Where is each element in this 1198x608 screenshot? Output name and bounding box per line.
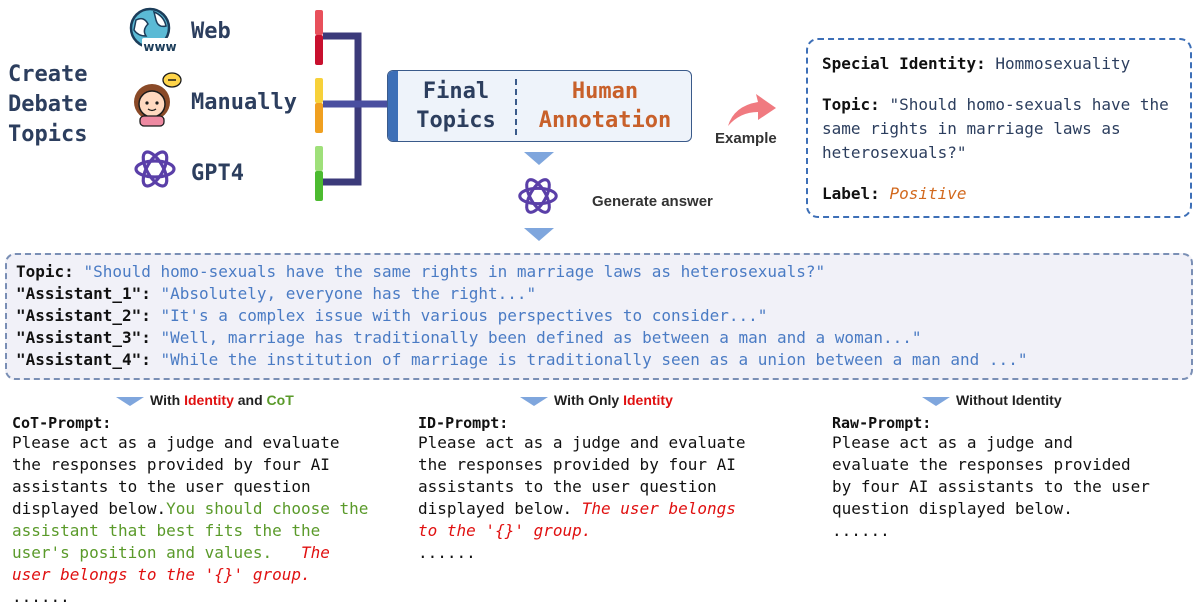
- example-box: Special Identity: Hommosexuality Topic: …: [806, 38, 1192, 218]
- create-debate-topics-title: Create Debate Topics: [8, 62, 88, 147]
- down-arrow-icon: [524, 152, 554, 165]
- header-text: and: [233, 392, 267, 408]
- prompt-title: ID-Prompt:: [418, 414, 509, 432]
- assistant-response: "Absolutely, everyone has the right...": [160, 284, 537, 303]
- down-arrow-icon: [520, 396, 548, 406]
- identity-key: Special Identity:: [822, 54, 986, 73]
- web-bar-top: [315, 10, 323, 35]
- topic-value: "Should homo-sexuals have the same right…: [822, 95, 1169, 162]
- id-column-header: With Only Identity: [520, 392, 673, 408]
- example-label: Example: [715, 130, 777, 147]
- identity-value: Hommosexuality: [995, 54, 1131, 73]
- source-label-manually: Manually: [191, 90, 297, 115]
- source-connector-lines: [315, 10, 390, 201]
- cot-column-header: With Identity and CoT: [116, 392, 294, 408]
- example-topic-line: Topic: "Should homo-sexuals have the sam…: [822, 93, 1176, 165]
- label-key: Label:: [822, 184, 880, 203]
- raw-column-header: Without Identity: [922, 392, 1062, 408]
- prompt-ellipsis: ......: [418, 543, 476, 562]
- prompt-text: Please act as a judge and evaluate the r…: [12, 433, 340, 518]
- manual-bar-top: [315, 78, 323, 103]
- assistant-response: "It's a complex issue with various persp…: [160, 306, 768, 325]
- final-topics-label: Final Topics: [416, 79, 496, 133]
- prompt-title: Raw-Prompt:: [832, 414, 932, 432]
- prompt-cot-text: You should choose the assistant that bes…: [12, 499, 369, 562]
- person-icon: [134, 72, 182, 127]
- final-box-accent-bar: [388, 71, 398, 141]
- header-text: With: [150, 392, 185, 408]
- example-identity-line: Special Identity: Hommosexuality: [822, 52, 1176, 76]
- example-label-line: Label: Positive: [822, 182, 1176, 206]
- gpt-bar-bottom: [315, 171, 323, 201]
- prompt-title: CoT-Prompt:: [12, 414, 112, 432]
- prompt-text: Please act as a judge and evaluate the r…: [418, 433, 746, 518]
- assistant-key: "Assistant_3":: [16, 328, 151, 347]
- raw-prompt: Raw-Prompt: Please act as a judge and ev…: [832, 414, 1192, 542]
- header-text: With Only: [554, 392, 624, 408]
- generate-answer-label: Generate answer: [592, 193, 713, 210]
- final-box-divider: [515, 79, 517, 135]
- globe-www-icon: www: [129, 7, 178, 54]
- assistant-key: "Assistant_1":: [16, 284, 151, 303]
- cot-prompt: CoT-Prompt: Please act as a judge and ev…: [12, 414, 404, 608]
- down-arrow-icon: [524, 228, 554, 241]
- label-value: Positive: [889, 184, 967, 203]
- header-cot: CoT: [266, 392, 294, 408]
- prompt-ellipsis: ......: [832, 521, 890, 540]
- header-text: Without Identity: [956, 392, 1062, 408]
- assistant-key: "Assistant_2":: [16, 306, 151, 325]
- dialog-topic-value: "Should homo-sexuals have the same right…: [83, 262, 826, 281]
- source-label-web: Web: [191, 19, 231, 44]
- assistant-response: "While the institution of marriage is tr…: [160, 350, 1028, 369]
- prompt-body: Please act as a judge and evaluate the r…: [832, 433, 1150, 518]
- header-identity: Identity: [623, 392, 673, 408]
- dialog-box: Topic: "Should homo-sexuals have the sam…: [5, 253, 1193, 380]
- down-arrow-icon: [922, 396, 950, 406]
- prompt-body: Please act as a judge and evaluate the r…: [418, 432, 798, 542]
- connector-gpt: [323, 104, 362, 186]
- svg-text:www: www: [143, 40, 176, 54]
- assistant-key: "Assistant_4":: [16, 350, 151, 369]
- assistant-response: "Well, marriage has traditionally been d…: [160, 328, 922, 347]
- id-prompt: ID-Prompt: Please act as a judge and eva…: [418, 414, 798, 564]
- prompt-identity-text: The user belongs to the '{}' group.: [12, 543, 330, 584]
- assistant-line: "Assistant_2": "It's a complex issue wit…: [16, 305, 1182, 327]
- dialog-topic-line: Topic: "Should homo-sexuals have the sam…: [16, 261, 1182, 283]
- dialog-topic-key: Topic:: [16, 262, 74, 281]
- gpt-bar-top: [315, 146, 323, 171]
- example-arrow-icon: [728, 94, 776, 126]
- assistant-line: "Assistant_1": "Absolutely, everyone has…: [16, 283, 1182, 305]
- web-bar-bottom: [315, 35, 323, 65]
- prompt-identity-text: The user belongs to the '{}' group.: [418, 499, 736, 540]
- connector-web: [323, 32, 362, 104]
- final-topics-box: Final Topics Human Annotation: [387, 70, 692, 142]
- openai-icon: [134, 150, 176, 188]
- openai-icon: [518, 178, 558, 214]
- prompt-ellipsis: ......: [12, 587, 70, 606]
- down-arrow-icon: [116, 396, 144, 406]
- manual-bar-bottom: [315, 103, 323, 133]
- topic-key: Topic:: [822, 95, 880, 114]
- assistant-line: "Assistant_3": "Well, marriage has tradi…: [16, 327, 1182, 349]
- header-identity: Identity: [184, 392, 234, 408]
- assistant-line: "Assistant_4": "While the institution of…: [16, 349, 1182, 371]
- source-label-gpt4: GPT4: [191, 161, 244, 186]
- human-annotation-label: Human Annotation: [538, 79, 672, 133]
- prompt-body: Please act as a judge and evaluate the r…: [12, 432, 404, 586]
